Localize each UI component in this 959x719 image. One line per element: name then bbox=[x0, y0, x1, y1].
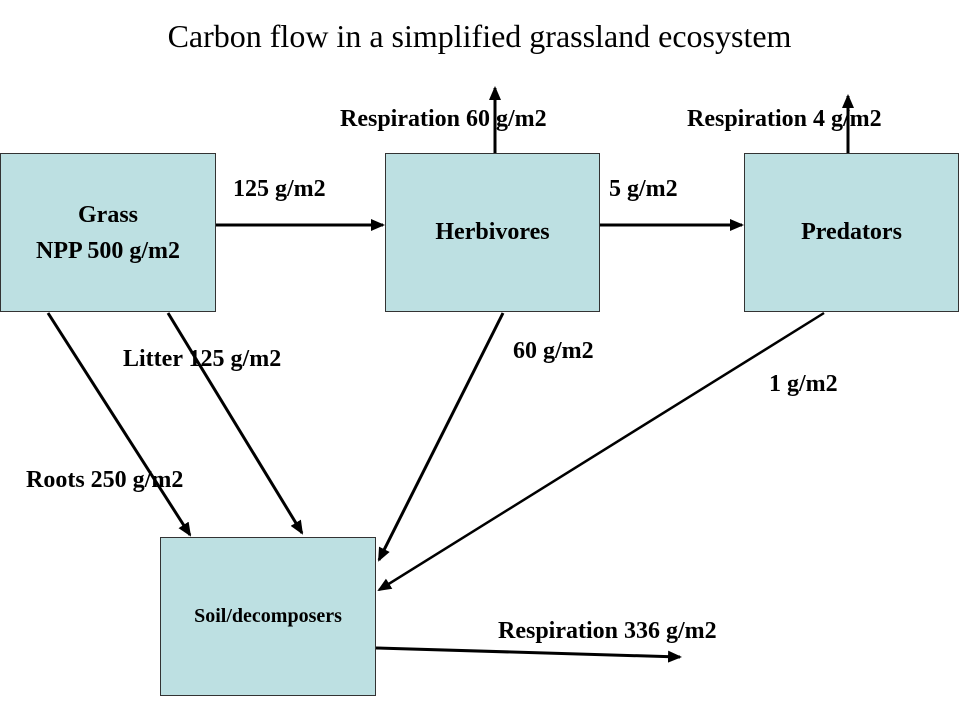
flow-label-predators-to-soil: 1 g/m2 bbox=[769, 371, 838, 397]
arrow-litter bbox=[166, 312, 304, 535]
flow-label-grass-to-herbivores: 125 g/m2 bbox=[233, 176, 326, 202]
herbivores-box: Herbivores bbox=[385, 153, 600, 312]
flow-label-herbivores-to-soil: 60 g/m2 bbox=[513, 338, 594, 364]
grass-box: Grass NPP 500 g/m2 bbox=[0, 153, 216, 312]
flow-label-herbivores-respiration: Respiration 60 g/m2 bbox=[340, 106, 547, 132]
arrow-soil-respiration bbox=[375, 646, 682, 663]
flow-label-litter: Litter 125 g/m2 bbox=[123, 346, 282, 372]
grass-npp-label: NPP 500 g/m2 bbox=[36, 237, 180, 264]
flow-label-soil-respiration: Respiration 336 g/m2 bbox=[498, 618, 717, 644]
predators-label: Predators bbox=[801, 219, 902, 245]
diagram-title: Carbon flow in a simplified grassland ec… bbox=[167, 18, 792, 54]
herbivores-label: Herbivores bbox=[435, 219, 550, 245]
flow-label-roots: Roots 250 g/m2 bbox=[26, 467, 184, 493]
soil-label: Soil/decomposers bbox=[194, 605, 342, 627]
arrow-herbivores-to-soil bbox=[377, 312, 505, 562]
arrow-roots bbox=[46, 312, 192, 537]
grass-label: Grass bbox=[78, 201, 138, 228]
arrow-predators-to-soil bbox=[377, 311, 825, 592]
predators-box: Predators bbox=[744, 153, 959, 312]
soil-box: Soil/decomposers bbox=[160, 537, 376, 696]
flow-label-predators-respiration: Respiration 4 g/m2 bbox=[687, 106, 882, 132]
flow-label-herbivores-to-predators: 5 g/m2 bbox=[609, 176, 678, 202]
